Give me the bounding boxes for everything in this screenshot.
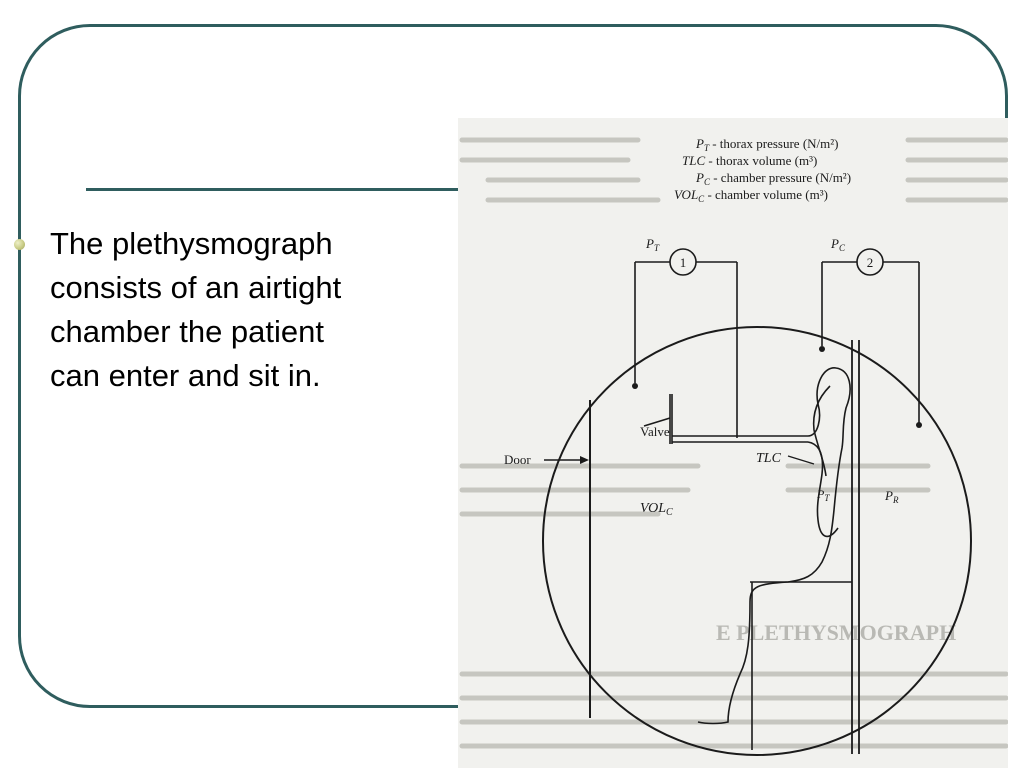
patient-back bbox=[812, 385, 831, 477]
valve-label: Valve bbox=[640, 424, 670, 439]
gauge-2-label: PC bbox=[830, 236, 846, 253]
thorax-pressure-label: PT bbox=[816, 487, 830, 503]
valve-assembly bbox=[643, 394, 808, 444]
chamber-outline bbox=[542, 326, 972, 756]
bleed-through-text bbox=[459, 137, 1008, 749]
legend-chamber-pressure: PC - chamber pressure (N/m²) bbox=[695, 170, 851, 187]
door-label: Door bbox=[504, 452, 531, 467]
gauge-2-dial bbox=[856, 248, 884, 276]
gauge-1 bbox=[634, 248, 738, 438]
gauge-2 bbox=[821, 261, 920, 423]
gauge-1-probe bbox=[632, 383, 638, 389]
chamber-volume-label: VOLC bbox=[640, 501, 673, 518]
bleed-heading: E PLETHYSMOGRAPH bbox=[716, 620, 956, 645]
title-divider bbox=[86, 188, 462, 191]
gauge-2-probe bbox=[819, 346, 825, 352]
gauge-1-label: PT bbox=[645, 236, 660, 253]
bullet-text: The plethysmograph consists of an airtig… bbox=[50, 226, 342, 393]
legend-thorax-volume: TLC - thorax volume (m³) bbox=[682, 153, 817, 168]
gauge-1-number: 1 bbox=[680, 255, 687, 270]
figure-legend: PT - thorax pressure (N/m²) TLC - thorax… bbox=[674, 136, 851, 204]
legend-chamber-volume: VOLC - chamber volume (m³) bbox=[674, 187, 828, 204]
gauge-2-reference-probe bbox=[916, 422, 922, 428]
gauge-2-number: 2 bbox=[867, 255, 874, 270]
plethysmograph-diagram: E PLETHYSMOGRAPH PT - thorax pressure (N… bbox=[459, 136, 1008, 756]
reference-pressure-label: PR bbox=[884, 488, 899, 505]
tlc-pointer bbox=[787, 455, 815, 465]
legend-thorax-pressure: PT - thorax pressure (N/m²) bbox=[695, 136, 839, 153]
plethysmograph-figure: E PLETHYSMOGRAPH PT - thorax pressure (N… bbox=[458, 118, 1008, 768]
tlc-label: TLC bbox=[756, 451, 782, 466]
patient-figure bbox=[697, 367, 851, 725]
bullet-icon bbox=[14, 239, 25, 250]
door-arrowhead bbox=[580, 456, 589, 464]
